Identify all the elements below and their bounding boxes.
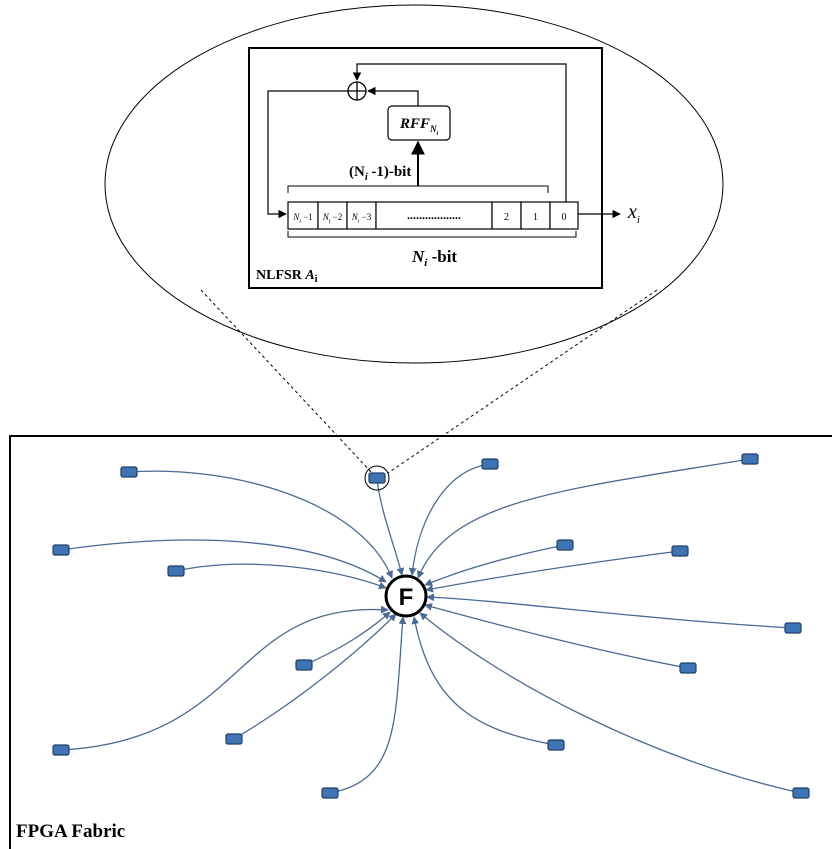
rff-subsub: i	[437, 131, 439, 137]
lower-brace	[287, 231, 577, 238]
combiner-f	[384, 574, 428, 618]
upper-brace-label-suffix: -1)-bit	[368, 164, 412, 180]
fabric-wire	[424, 544, 566, 587]
register-cell-label: 0	[562, 212, 567, 223]
nlfsr-node	[368, 472, 386, 484]
cell-main: 0	[562, 212, 567, 223]
nlfsr-node	[556, 539, 574, 551]
lower-brace-label: N	[411, 247, 425, 266]
register-cell-label: Ni −1	[292, 212, 313, 225]
cell-sub: i	[358, 219, 360, 225]
fabric-wire	[303, 611, 391, 666]
nlfsr-node	[671, 545, 689, 557]
cell-suffix: −1	[301, 212, 313, 222]
cell-main: N	[322, 212, 330, 222]
lower-brace-label-sub: i	[424, 257, 428, 269]
upper-brace-label: (N	[349, 164, 365, 180]
nlfsr-node	[481, 458, 499, 470]
nlfsr-title-sub: i	[315, 274, 318, 285]
register-cell	[287, 201, 319, 230]
feedback-line-bit0	[352, 63, 567, 205]
register-cell-label: ..................	[407, 208, 461, 222]
nlfsr-node	[679, 662, 697, 674]
register-cell-label: Ni −2	[322, 212, 343, 225]
cell-main: N	[351, 212, 359, 222]
svg-text:Ni -bit: Ni -bit	[411, 247, 457, 269]
cell-main: 2	[504, 212, 509, 223]
register-cell	[375, 201, 493, 230]
upper-brace	[287, 185, 549, 193]
cell-suffix: −2	[330, 212, 342, 222]
nlfsr-node	[167, 565, 185, 577]
nlfsr-node	[321, 787, 339, 799]
fabric-wires	[60, 458, 802, 794]
fabric-wire	[60, 605, 389, 751]
svg-text:NLFSR Ai: NLFSR Ai	[256, 268, 318, 285]
output-sub: i	[637, 214, 640, 226]
fabric-wire	[426, 593, 794, 629]
nlfsr-node	[784, 622, 802, 634]
fabric-wire	[424, 603, 689, 669]
nlfsr-node	[741, 453, 759, 465]
fabric-wire	[417, 458, 751, 579]
upper-brace-label-sub: i	[365, 172, 368, 183]
cell-main: ..................	[407, 208, 461, 222]
register-cell-label: Ni −3	[351, 212, 372, 225]
register-cell-label: 2	[504, 212, 509, 223]
register-cell	[317, 201, 348, 230]
register-cell-label: 1	[533, 212, 538, 223]
fabric-wire	[408, 463, 491, 576]
zoom-line-right	[387, 289, 658, 474]
fabric-wire	[376, 477, 405, 576]
nlfsr-node	[792, 787, 810, 799]
nlfsr-title: NLFSR	[256, 268, 305, 283]
cell-main: N	[292, 212, 300, 222]
nlfsr-box	[248, 47, 603, 289]
fabric-wire	[60, 539, 387, 583]
combiner-label: F	[399, 584, 414, 611]
rff-box	[387, 105, 451, 141]
rff-sub: N	[429, 124, 437, 134]
output-var: x	[627, 201, 637, 223]
fabric-wire	[128, 470, 393, 579]
lower-brace-label-suffix: -bit	[427, 247, 457, 266]
nlfsr-node	[295, 659, 313, 671]
nlfsr-node	[547, 739, 565, 751]
fabric-wire	[175, 563, 387, 590]
fabric-wire	[411, 616, 557, 746]
register-cell	[549, 201, 579, 230]
nlfsr-node	[225, 733, 243, 745]
zoomed-node-highlight	[364, 465, 390, 491]
svg-text:(Ni -1)-bit: (Ni -1)-bit	[349, 164, 411, 183]
cell-suffix: −3	[359, 212, 371, 222]
fabric-nodes	[52, 453, 810, 799]
fabric-wire	[233, 613, 397, 740]
nlfsr-node	[120, 466, 138, 478]
cell-sub: i	[299, 219, 301, 225]
cell-sub: i	[329, 219, 331, 225]
svg-text:xi: xi	[627, 201, 640, 226]
cell-main: 1	[533, 212, 538, 223]
register-cell	[520, 201, 551, 230]
nlfsr-node	[52, 544, 70, 556]
fabric-wire	[329, 616, 407, 794]
rff-label: RFF	[399, 116, 430, 132]
xor-to-register-line	[267, 90, 348, 219]
rff-to-xor-line	[367, 86, 419, 106]
fabric-label: FPGA Fabric	[16, 821, 125, 842]
fabric-box	[9, 435, 832, 849]
nlfsr-node	[52, 744, 70, 756]
nlfsr-title-var: A	[304, 268, 314, 283]
fabric-wire	[419, 612, 802, 794]
svg-text:RFFNi: RFFNi	[399, 116, 439, 137]
fabric-wire	[425, 550, 681, 593]
